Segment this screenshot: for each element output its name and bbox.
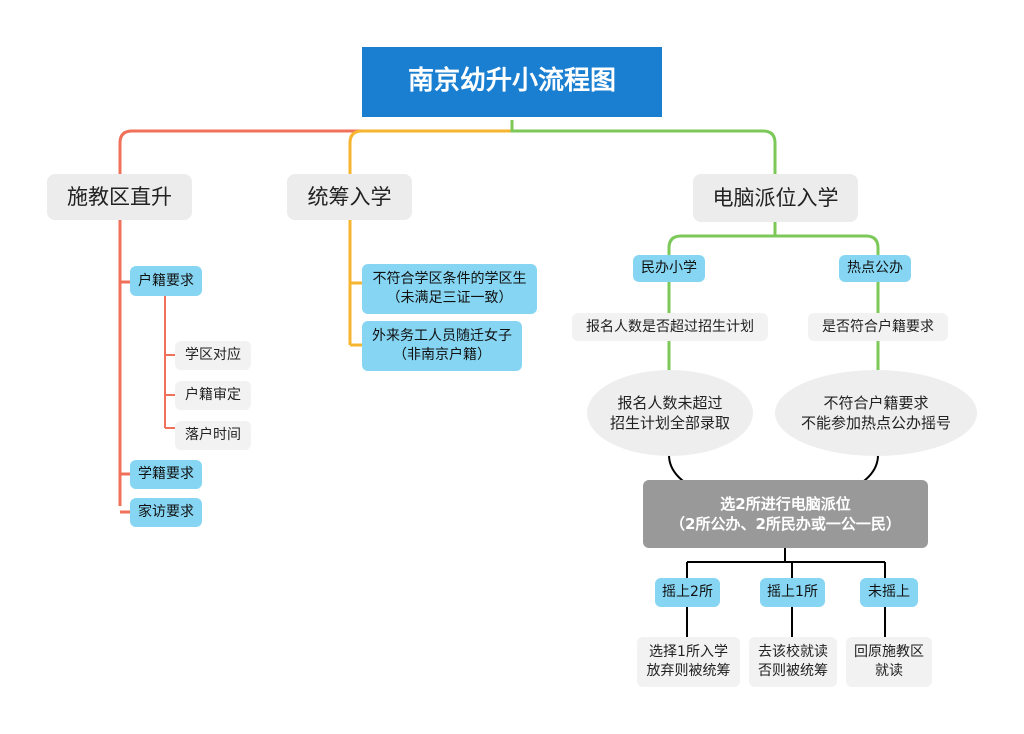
branch-shijiaoqu: 施教区直升 [47, 174, 192, 220]
hot-question: 是否符合户籍要求 [808, 313, 948, 341]
item-luohu-shijian: 落户时间 [175, 421, 251, 450]
connector-red-sub [164, 296, 175, 429]
jiafang-requirement: 家访要求 [130, 498, 202, 527]
hot-public-school: 热点公办 [839, 255, 911, 282]
minban-question: 报名人数是否超过招生计划 [572, 313, 768, 341]
connector-green [510, 120, 880, 370]
outcome-two-label: 摇上2所 [655, 578, 720, 607]
minban-school: 民办小学 [633, 255, 705, 282]
outcome-one-label: 摇上1所 [760, 578, 825, 607]
outcome-none-label: 未摇上 [860, 578, 918, 607]
branch-tongchou: 统筹入学 [287, 174, 412, 220]
connector-red [118, 129, 512, 514]
hot-answer: 不符合户籍要求 不能参加热点公办摇号 [775, 370, 977, 456]
item-xuequ-duiying: 学区对应 [175, 341, 251, 370]
tongchou-item-1: 不符合学区条件的学区生 （未满足三证一致） [362, 264, 537, 314]
xueji-requirement: 学籍要求 [130, 460, 202, 489]
paiwei-select-box: 选2所进行电脑派位 （2所公办、2所民办或一公一民） [643, 480, 928, 548]
tongchou-item-2: 外来务工人员随迁女子 （非南京户籍） [362, 321, 522, 371]
connector-orange [348, 129, 512, 347]
outcome-one-desc: 去该校就读 否则被统筹 [749, 637, 837, 687]
outcome-two-desc: 选择1所入学 放弃则被统筹 [637, 637, 740, 687]
outcome-none-desc: 回原施教区 就读 [846, 637, 932, 687]
branch-diannao-paiwei: 电脑派位入学 [693, 174, 858, 222]
connector-bottom [686, 548, 886, 638]
item-hukou-shending: 户籍审定 [175, 381, 251, 410]
minban-answer: 报名人数未超过 招生计划全部录取 [587, 370, 753, 456]
page-title: 南京幼升小流程图 [362, 47, 662, 117]
hukou-requirement: 户籍要求 [130, 266, 202, 296]
